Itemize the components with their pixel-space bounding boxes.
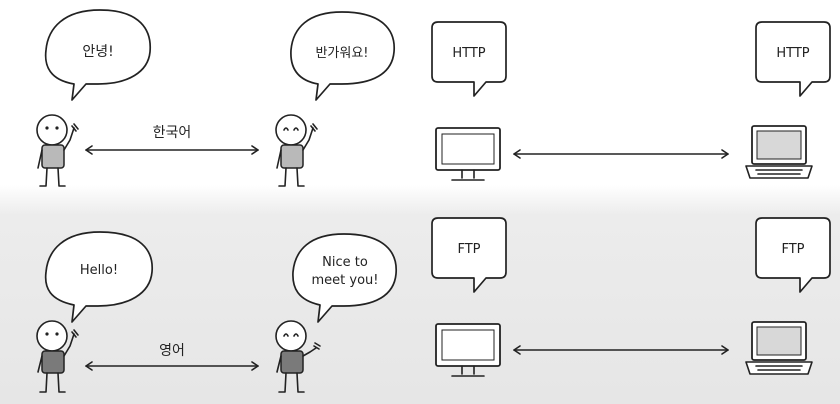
person-icon: [36, 114, 79, 187]
speech-text-top-left: 안녕!: [82, 44, 113, 60]
person-icon: [275, 114, 318, 187]
speech-bubble-bottom-left: Hello!: [44, 231, 153, 323]
speech-text-bottom-right-line1: Nice to: [322, 255, 368, 270]
speech-bubble-bottom-right: Nice to meet you!: [292, 233, 397, 323]
person-icon: [275, 320, 321, 393]
double-arrow-icon: [513, 149, 729, 159]
laptop-icon: [745, 321, 813, 375]
speech-bubble-top-left: 안녕!: [44, 9, 152, 101]
protocol-label-bottom-left: FTP: [457, 242, 480, 257]
speech-text-bottom-right-line2: meet you!: [312, 273, 379, 288]
speech-bubble-top-right: 반가워요!: [290, 11, 395, 101]
monitor-icon: [435, 127, 501, 181]
double-arrow-icon: [85, 361, 259, 371]
double-arrow-icon: [85, 145, 259, 155]
speech-bubble-http-right: HTTP: [755, 21, 831, 97]
monitor-icon: [435, 323, 501, 377]
laptop-icon: [745, 125, 813, 179]
protocol-label-top-left: HTTP: [452, 46, 485, 61]
double-arrow-icon: [513, 345, 729, 355]
speech-bubble-ftp-left: FTP: [431, 217, 507, 293]
protocol-label-bottom-right: FTP: [781, 242, 804, 257]
language-label-bottom: 영어: [159, 343, 185, 359]
speech-text-bottom-left: Hello!: [80, 263, 118, 278]
speech-bubble-ftp-right: FTP: [755, 217, 831, 293]
speech-text-top-right: 반가워요!: [315, 46, 368, 61]
speech-bubble-http-left: HTTP: [431, 21, 507, 97]
language-label-top: 한국어: [153, 125, 192, 141]
protocol-label-top-right: HTTP: [776, 46, 809, 61]
person-icon: [36, 320, 79, 393]
